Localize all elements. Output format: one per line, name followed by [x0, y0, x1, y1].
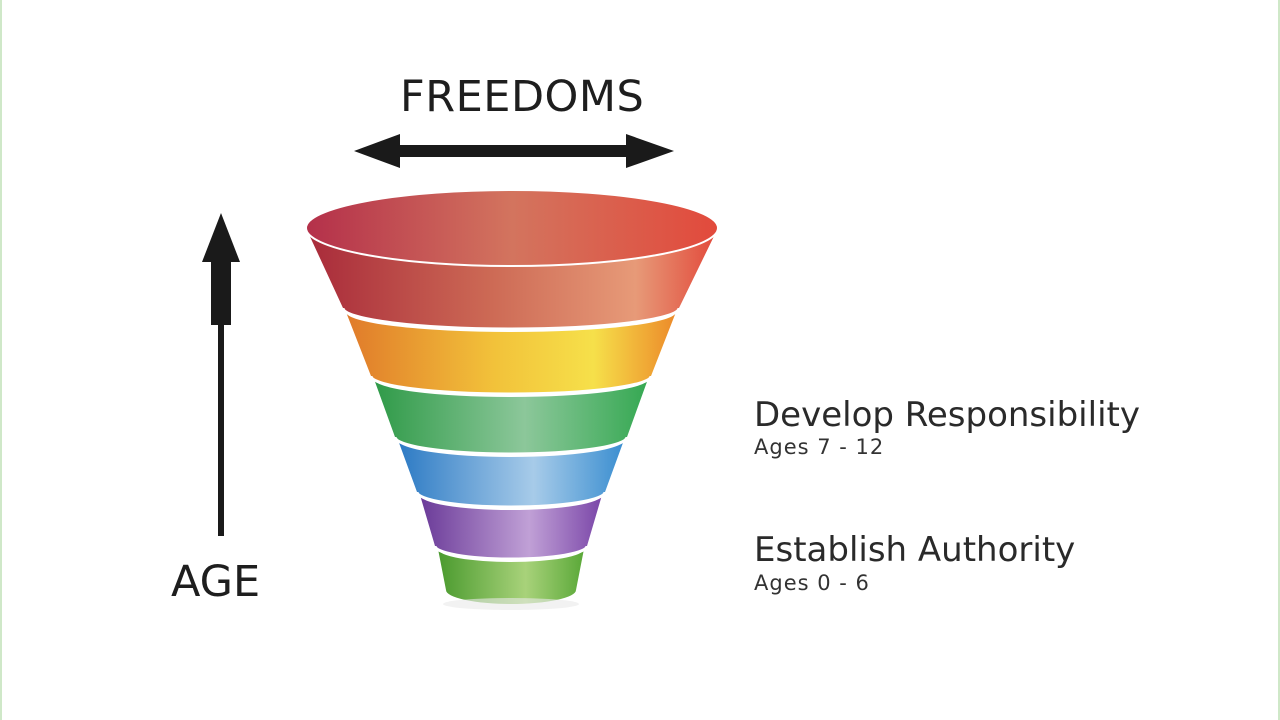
- funnel-band-5: [420, 495, 602, 559]
- stage-subtitle-ages-7-12: Ages 7 - 12: [754, 435, 885, 459]
- age-up-arrow-icon: [202, 213, 240, 536]
- funnel-band-2: [346, 312, 676, 394]
- stage-title-develop-responsibility: Develop Responsibility: [754, 395, 1140, 435]
- funnel-top-rim: [305, 189, 719, 267]
- funnel-band-4: [398, 440, 624, 507]
- age-axis-label: AGE: [171, 557, 261, 607]
- freedoms-double-arrow-icon: [354, 134, 674, 168]
- funnel-band-3: [374, 379, 648, 454]
- funnel-band-1: [306, 228, 718, 329]
- stage-subtitle-ages-0-6: Ages 0 - 6: [754, 571, 870, 595]
- slide-left-border: [0, 0, 2, 720]
- funnel-band-6: [438, 549, 584, 604]
- stage-title-establish-authority: Establish Authority: [754, 530, 1076, 570]
- slide-right-border: [1278, 0, 1280, 720]
- freedoms-axis-label: FREEDOMS: [400, 72, 645, 122]
- funnel: [305, 189, 719, 610]
